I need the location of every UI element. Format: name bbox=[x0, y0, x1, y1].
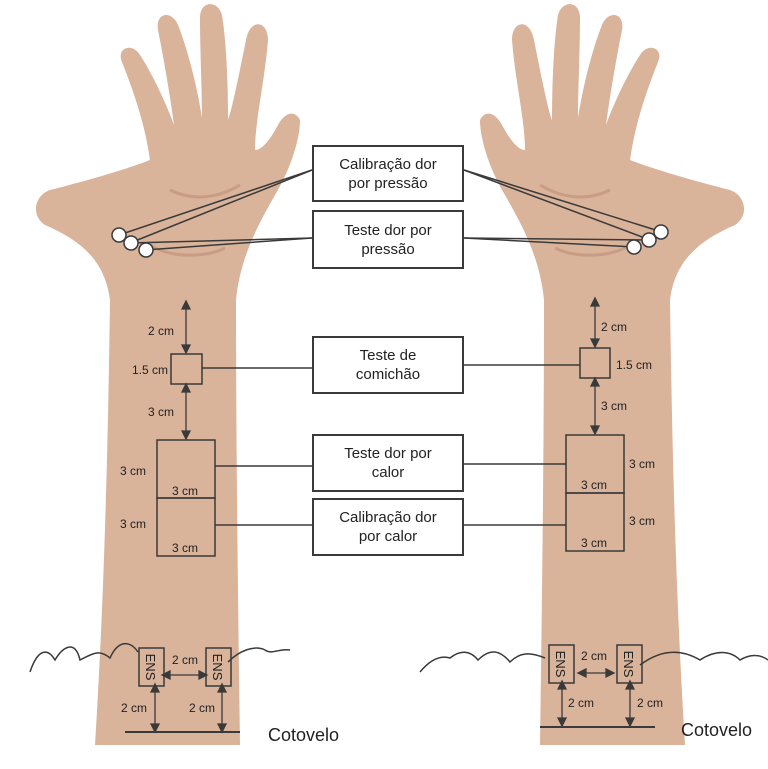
pressure-test-label-line-2: pressão bbox=[314, 240, 462, 259]
pressure-test-label: Teste dor por pressão bbox=[312, 210, 464, 269]
right-arm-silhouette bbox=[480, 4, 744, 745]
heat-calibration-label: Calibração dor por calor bbox=[312, 498, 464, 556]
right-pressure-point-2 bbox=[642, 233, 656, 247]
itch-test-label-line-2: comichão bbox=[314, 365, 462, 384]
right-pressure-point-3 bbox=[627, 240, 641, 254]
measure-right-3cm-bottom-1: 3 cm bbox=[581, 478, 607, 492]
heat-test-label-line-1: Teste dor por bbox=[314, 444, 462, 463]
measure-right-3cm-side-2: 3 cm bbox=[629, 514, 655, 528]
measure-right-3cm-bottom-2: 3 cm bbox=[581, 536, 607, 550]
right-elbow-label: Cotovelo bbox=[681, 720, 752, 741]
measure-left-3cm-gap: 3 cm bbox=[148, 405, 174, 419]
measure-left-3cm-bottom-1: 3 cm bbox=[172, 484, 198, 498]
measure-left-3cm-side-1: 3 cm bbox=[120, 464, 146, 478]
pressure-calibration-label-line-2: por pressão bbox=[314, 174, 462, 193]
heat-calibration-label-line-2: por calor bbox=[314, 527, 462, 546]
heat-test-label: Teste dor por calor bbox=[312, 434, 464, 492]
measure-left-2cm-top: 2 cm bbox=[148, 324, 174, 338]
itch-test-label-line-1: Teste de bbox=[314, 346, 462, 365]
pressure-calibration-label-line-1: Calibração dor bbox=[314, 155, 462, 174]
itch-test-label: Teste de comichão bbox=[312, 336, 464, 394]
measure-left-3cm-bottom-2: 3 cm bbox=[172, 541, 198, 555]
measure-left-ens-down-1: 2 cm bbox=[121, 701, 147, 715]
measure-right-ens-gap: 2 cm bbox=[581, 649, 607, 663]
heat-calibration-label-line-1: Calibração dor bbox=[314, 508, 462, 527]
measure-right-ens-down-2: 2 cm bbox=[637, 696, 663, 710]
measure-left-3cm-side-2: 3 cm bbox=[120, 517, 146, 531]
left-ens-label-2: ENS bbox=[210, 654, 225, 681]
left-ens-label-1: ENS bbox=[143, 654, 158, 681]
measure-left-ens-down-2: 2 cm bbox=[189, 701, 215, 715]
measure-right-2cm-top: 2 cm bbox=[601, 320, 627, 334]
right-ens-label-1: ENS bbox=[553, 651, 568, 678]
right-arm bbox=[480, 4, 744, 745]
measure-right-1-5cm: 1.5 cm bbox=[616, 358, 652, 372]
left-pressure-point-2 bbox=[124, 236, 138, 250]
right-ens-label-2: ENS bbox=[621, 651, 636, 678]
measure-right-3cm-side-1: 3 cm bbox=[629, 457, 655, 471]
pressure-test-label-line-1: Teste dor por bbox=[314, 221, 462, 240]
heat-test-label-line-2: calor bbox=[314, 463, 462, 482]
right-elbow-wrinkle bbox=[420, 652, 545, 672]
measure-right-ens-down-1: 2 cm bbox=[568, 696, 594, 710]
measure-left-ens-gap: 2 cm bbox=[172, 653, 198, 667]
measure-right-3cm-gap: 3 cm bbox=[601, 399, 627, 413]
measure-left-1-5cm: 1.5 cm bbox=[132, 363, 168, 377]
pressure-calibration-label: Calibração dor por pressão bbox=[312, 145, 464, 202]
left-pressure-point-3 bbox=[139, 243, 153, 257]
left-elbow-label: Cotovelo bbox=[268, 725, 339, 746]
